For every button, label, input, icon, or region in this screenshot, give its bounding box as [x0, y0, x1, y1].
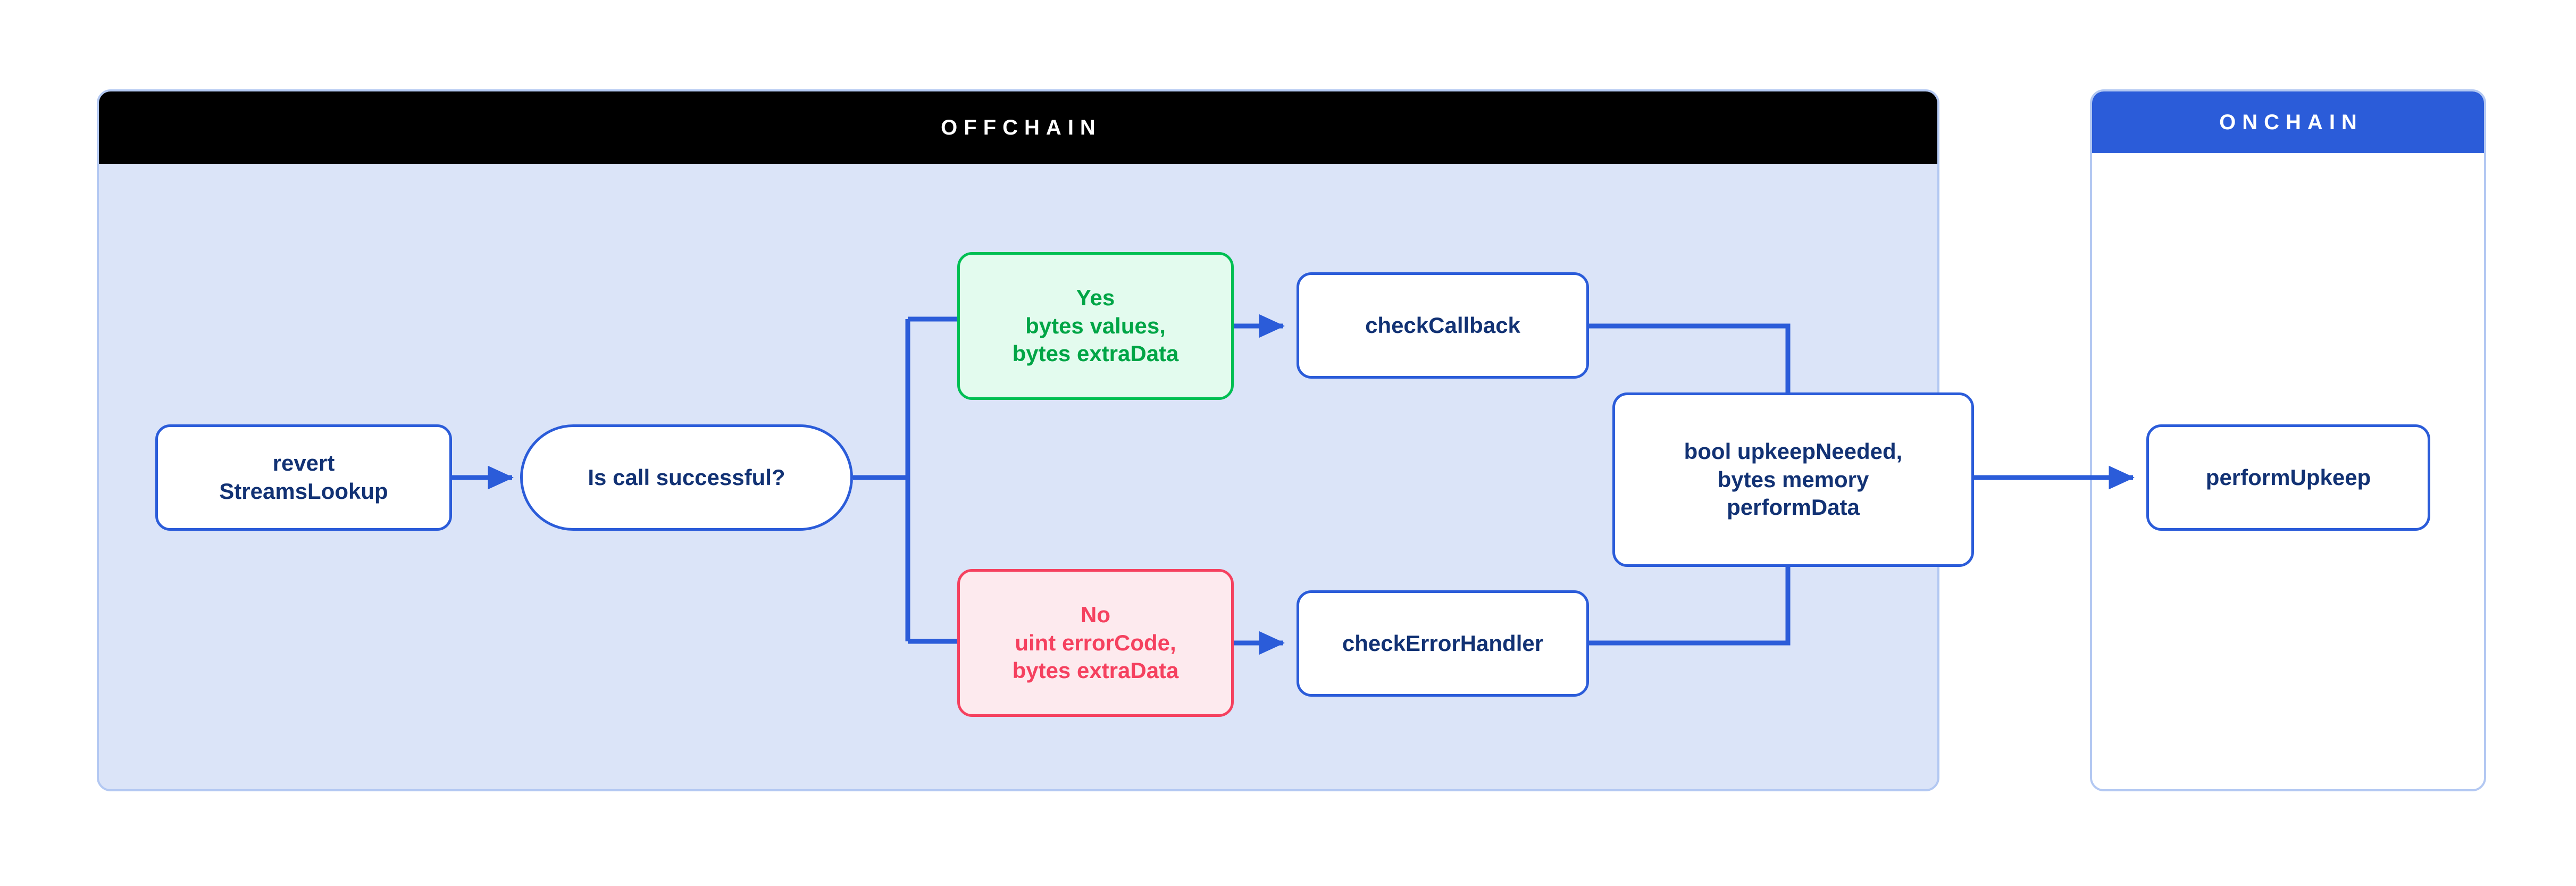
- offchain-panel-title: OFFCHAIN: [941, 115, 1102, 139]
- offchain-panel-header: OFFCHAIN: [99, 91, 1937, 164]
- node-is-call-successful[interactable]: Is call successful?: [520, 424, 853, 531]
- node-no-branch[interactable]: No uint errorCode, bytes extraData: [957, 569, 1234, 717]
- node-yes-branch[interactable]: Yes bytes values, bytes extraData: [957, 252, 1234, 400]
- node-checkcallback[interactable]: checkCallback: [1297, 272, 1589, 379]
- node-upkeep-needed-perform-data[interactable]: bool upkeepNeeded, bytes memory performD…: [1612, 392, 1974, 567]
- onchain-panel-header: ONCHAIN: [2092, 91, 2484, 153]
- onchain-panel-title: ONCHAIN: [2219, 110, 2363, 134]
- node-checkerrorhandler[interactable]: checkErrorHandler: [1297, 590, 1589, 697]
- node-revert-streamslookup[interactable]: revert StreamsLookup: [155, 424, 452, 531]
- node-performupkeep[interactable]: performUpkeep: [2146, 424, 2430, 531]
